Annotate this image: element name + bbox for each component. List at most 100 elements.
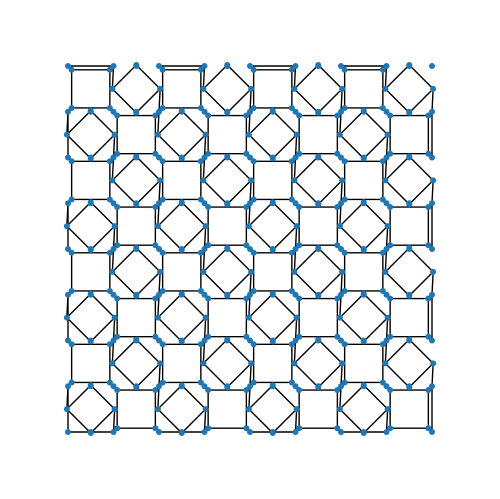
graph-node bbox=[296, 333, 303, 340]
graph-edge bbox=[90, 408, 116, 434]
graph-node bbox=[387, 333, 394, 340]
graph-edge bbox=[384, 340, 388, 364]
graph-edge bbox=[181, 293, 207, 319]
graph-node bbox=[315, 337, 322, 344]
graph-node bbox=[339, 85, 346, 92]
graph-node bbox=[334, 150, 341, 157]
graph-node bbox=[379, 104, 386, 111]
graph-node bbox=[429, 246, 435, 252]
graph-node bbox=[243, 150, 250, 157]
graph-edge bbox=[363, 408, 389, 434]
graph-node bbox=[133, 246, 140, 252]
graph-node bbox=[336, 131, 343, 138]
graph-node bbox=[292, 337, 299, 344]
graph-edge bbox=[294, 226, 298, 250]
graph-edge bbox=[203, 134, 207, 158]
graph-edge bbox=[339, 203, 342, 227]
graph-node bbox=[201, 108, 208, 115]
graph-node bbox=[205, 112, 212, 119]
graph-edge bbox=[317, 179, 343, 205]
graph-node bbox=[156, 337, 162, 344]
graph-node bbox=[159, 104, 166, 111]
graph-edge bbox=[363, 384, 389, 410]
graph-node bbox=[406, 108, 413, 115]
graph-node bbox=[430, 268, 437, 275]
graph-edge bbox=[202, 65, 206, 89]
graph-node bbox=[201, 246, 208, 252]
graph-node bbox=[152, 242, 159, 249]
graph-node bbox=[269, 337, 276, 344]
graph-node bbox=[111, 131, 118, 138]
graph-edge bbox=[384, 64, 410, 90]
graph-edge bbox=[408, 271, 434, 297]
graph-edge bbox=[111, 88, 137, 114]
graph-node bbox=[159, 341, 166, 348]
graph-node bbox=[152, 295, 159, 302]
graph-edge bbox=[248, 203, 251, 227]
graph-edge bbox=[202, 157, 206, 181]
graph-edge bbox=[249, 271, 252, 295]
graph-node bbox=[224, 291, 231, 298]
graph-node bbox=[341, 66, 348, 73]
graph-node bbox=[224, 154, 231, 161]
graph-node bbox=[110, 246, 117, 252]
graph-node bbox=[159, 158, 166, 165]
graph-node bbox=[63, 223, 70, 230]
graph-node bbox=[384, 131, 391, 138]
graph-node bbox=[65, 63, 71, 69]
graph-node bbox=[87, 108, 94, 115]
graph-node bbox=[68, 66, 75, 73]
graph-edge bbox=[111, 65, 115, 89]
graph-node bbox=[152, 112, 159, 119]
graph-edge bbox=[293, 157, 297, 181]
graph-edge bbox=[384, 362, 410, 388]
graph-node bbox=[250, 104, 257, 111]
graph-edge bbox=[293, 248, 297, 272]
graph-edge bbox=[272, 225, 298, 251]
graph-edge bbox=[384, 88, 410, 114]
graph-node bbox=[341, 104, 348, 111]
graph-node bbox=[201, 337, 208, 344]
graph-edge bbox=[339, 317, 365, 343]
graph-edge bbox=[202, 338, 228, 364]
graph-node bbox=[296, 150, 303, 157]
graph-edge bbox=[111, 340, 115, 364]
graph-node bbox=[293, 131, 300, 138]
graph-node bbox=[156, 291, 162, 298]
graph-node bbox=[109, 268, 116, 275]
graph-edge bbox=[340, 180, 343, 204]
graph-edge bbox=[202, 155, 228, 181]
graph-node bbox=[114, 112, 121, 119]
graph-node bbox=[288, 66, 295, 73]
graph-edge bbox=[111, 64, 137, 90]
graph-node bbox=[429, 200, 435, 207]
graph-node bbox=[429, 154, 435, 161]
graph-node bbox=[430, 360, 437, 367]
graph-node bbox=[243, 112, 250, 119]
graph-edge bbox=[112, 134, 116, 158]
graph-node bbox=[65, 246, 71, 252]
graph-node bbox=[245, 314, 252, 321]
graph-node bbox=[65, 200, 71, 207]
graph-edge bbox=[408, 338, 434, 364]
graph-node bbox=[224, 63, 231, 69]
graph-edge bbox=[66, 225, 92, 251]
graph-node bbox=[197, 158, 204, 165]
graph-node bbox=[202, 223, 209, 230]
graph-edge bbox=[157, 225, 183, 251]
graph-node bbox=[379, 249, 386, 256]
graph-node bbox=[336, 314, 343, 321]
graph-edge bbox=[111, 338, 137, 364]
graph-edge bbox=[339, 294, 342, 318]
graph-node bbox=[292, 108, 299, 115]
graph-edge bbox=[157, 386, 160, 410]
graph-node bbox=[288, 379, 295, 386]
graph-edge bbox=[317, 64, 343, 90]
graph-node bbox=[201, 291, 208, 298]
graph-node bbox=[87, 200, 94, 207]
graph-node bbox=[152, 333, 159, 340]
graph-edge bbox=[202, 64, 228, 90]
graph-node bbox=[197, 287, 204, 294]
graph-node bbox=[224, 383, 231, 390]
graph-node bbox=[68, 249, 75, 256]
